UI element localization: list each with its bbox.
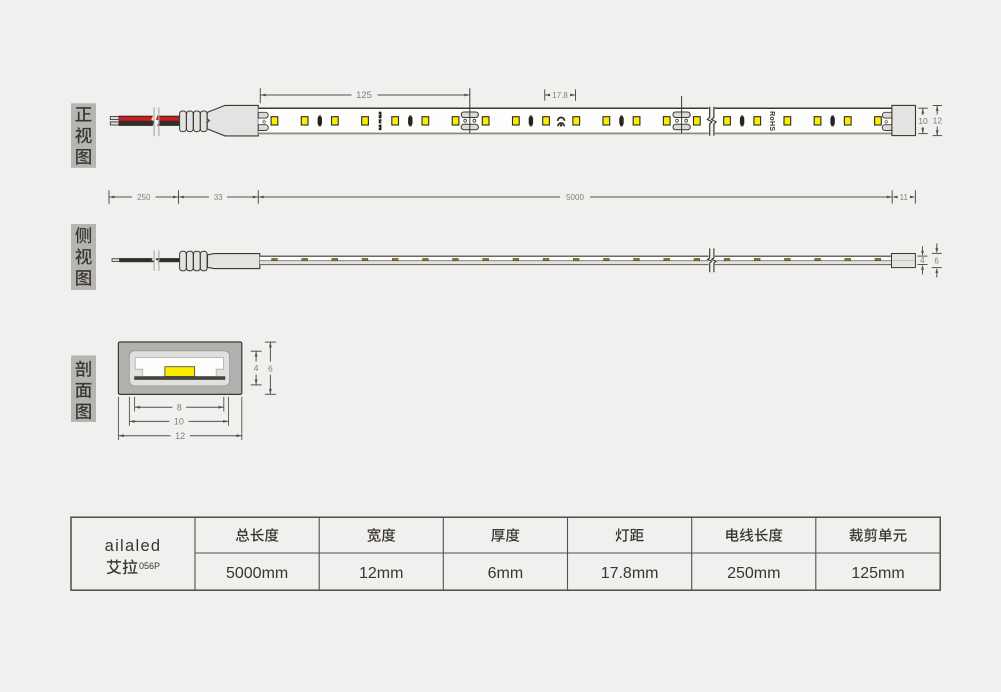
svg-text:5000: 5000 [566,193,584,202]
svg-text:11: 11 [900,193,909,202]
svg-text:8: 8 [177,402,182,412]
svg-text:17.8mm: 17.8mm [601,565,659,582]
svg-text:6: 6 [268,363,273,373]
svg-text:10: 10 [174,417,184,427]
svg-text:4: 4 [254,363,259,373]
svg-text:12: 12 [175,431,185,441]
svg-text:ailaled: ailaled [105,537,162,555]
svg-text:12: 12 [933,116,943,126]
svg-text:17.8: 17.8 [552,91,568,100]
svg-text:6: 6 [934,256,939,265]
svg-text:5000mm: 5000mm [226,565,288,582]
svg-text:125mm: 125mm [851,565,904,582]
svg-text:056P: 056P [139,561,160,571]
svg-text:10: 10 [918,116,928,126]
svg-text:125: 125 [356,90,372,101]
svg-text:250mm: 250mm [727,565,780,582]
svg-text:RoHS: RoHS [768,111,775,131]
svg-text:6mm: 6mm [488,565,524,582]
svg-text:12mm: 12mm [359,565,403,582]
svg-text:250: 250 [137,193,151,202]
svg-text:33: 33 [214,193,223,202]
svg-text:4: 4 [920,256,925,265]
